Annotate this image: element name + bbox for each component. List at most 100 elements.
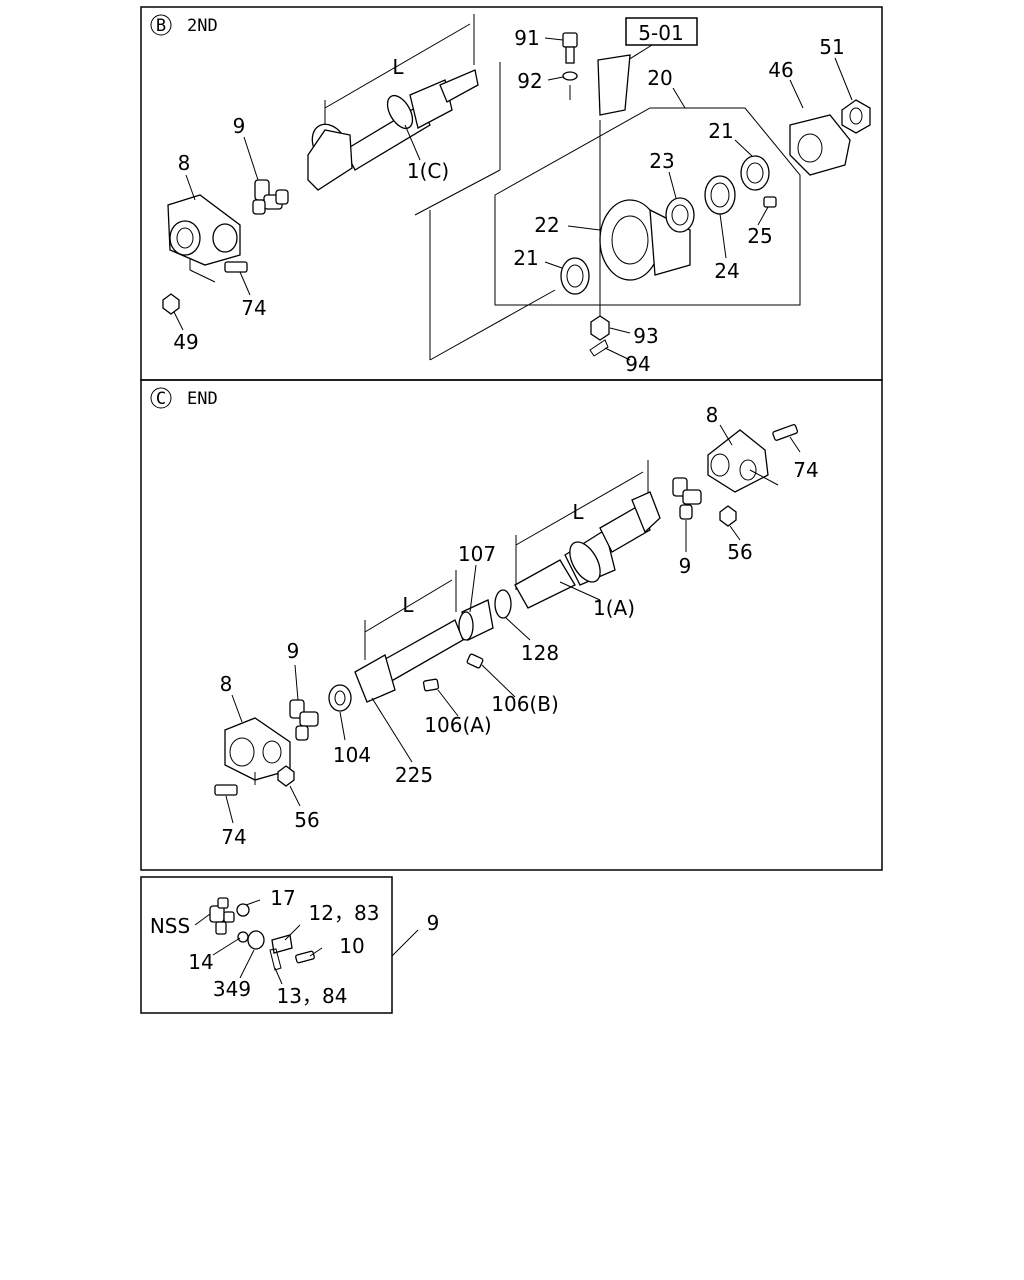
label-9-lower: 9 — [287, 639, 300, 663]
label-nss: NSS — [150, 914, 190, 938]
label-9-detail: 9 — [427, 911, 440, 935]
flange-8-upper — [707, 429, 769, 493]
label-24: 24 — [714, 259, 739, 283]
flange-8-lower — [224, 717, 291, 781]
universal-joint-9-upper — [672, 477, 702, 520]
panel-c-circle — [150, 387, 172, 409]
label-128: 128 — [521, 641, 559, 665]
seal-104 — [328, 684, 352, 712]
label-23: 23 — [649, 149, 674, 173]
nut-93 — [590, 315, 610, 341]
label-8-upper: 8 — [706, 403, 719, 427]
bracket — [597, 54, 631, 116]
bolt-74-lower — [214, 784, 238, 796]
bearing-23 — [665, 197, 695, 233]
panel-detail-frame — [140, 876, 393, 1014]
washer-92 — [562, 71, 578, 81]
dimension-l-lower: L — [402, 593, 414, 617]
label-14: 14 — [188, 950, 213, 974]
flange-8 — [167, 194, 241, 266]
grease-fitting-106b — [466, 653, 484, 669]
panel-c-frame — [140, 379, 883, 871]
label-74: 74 — [241, 296, 266, 320]
label-93: 93 — [633, 324, 658, 348]
label-107: 107 — [458, 542, 496, 566]
label-106a: 106(A) — [424, 713, 491, 737]
propeller-shaft-1c — [307, 69, 479, 191]
seal-14 — [237, 931, 249, 943]
label-106b: 106(B) — [491, 692, 559, 716]
label-12-83: 12，83 — [309, 901, 380, 925]
panel-c: C END L L — [140, 379, 883, 871]
flange-46 — [789, 114, 851, 176]
dimension-line-l — [324, 23, 471, 109]
panel-b-letter: B — [156, 16, 166, 36]
seal-21-lower — [560, 257, 590, 295]
label-349: 349 — [213, 977, 251, 1001]
dimension-l: L — [392, 55, 404, 79]
label-9: 9 — [233, 114, 246, 138]
universal-joint-9 — [252, 179, 289, 215]
center-bearing-group — [494, 107, 801, 306]
label-104: 104 — [333, 743, 371, 767]
label-51: 51 — [819, 35, 844, 59]
label-91: 91 — [514, 26, 539, 50]
bolt-91 — [562, 32, 578, 64]
label-74-lower: 74 — [221, 825, 246, 849]
label-49: 49 — [173, 330, 198, 354]
label-56-lower: 56 — [294, 808, 319, 832]
label-17: 17 — [270, 886, 295, 910]
label-8-lower: 8 — [220, 672, 233, 696]
plate-12-83 — [271, 934, 293, 954]
sleeve-24 — [704, 175, 736, 215]
boot-107 — [458, 599, 494, 641]
ring-128 — [494, 589, 512, 619]
label-21-upper: 21 — [708, 119, 733, 143]
panel-c-letter: C — [156, 389, 166, 409]
lock-13-84 — [269, 948, 282, 971]
propeller-shaft-1a — [514, 491, 661, 609]
panel-detail: 17 12，83 NSS 10 14 349 13，84 9 — [140, 876, 440, 1014]
dimension-l-upper: L — [572, 500, 584, 524]
label-46: 46 — [768, 58, 793, 82]
nut-56-lower — [277, 765, 295, 787]
label-10: 10 — [339, 934, 364, 958]
grease-fitting-25 — [763, 196, 777, 208]
universal-joint-9-lower — [289, 699, 319, 741]
ref-box — [625, 17, 698, 46]
label-20: 20 — [647, 66, 672, 90]
propeller-shaft-tube — [354, 619, 464, 703]
universal-joint-spider — [209, 897, 235, 935]
panel-b-circle — [150, 14, 172, 36]
label-25: 25 — [747, 224, 772, 248]
label-56-upper: 56 — [727, 540, 752, 564]
label-9-upper: 9 — [679, 554, 692, 578]
label-1c: 1(C) — [407, 159, 449, 183]
label-92: 92 — [517, 69, 542, 93]
nut-56-upper — [719, 505, 737, 527]
label-225: 225 — [395, 763, 433, 787]
nut-51 — [841, 99, 871, 134]
label-21-lower: 21 — [513, 246, 538, 270]
panel-b-title: 2ND — [187, 16, 218, 36]
bolt-74-upper — [772, 424, 799, 441]
label-22: 22 — [534, 213, 559, 237]
panel-c-title: END — [187, 389, 218, 409]
label-8: 8 — [178, 151, 191, 175]
label-1a: 1(A) — [593, 596, 635, 620]
grease-fitting-106a — [422, 678, 440, 692]
grease-fitting-17 — [236, 903, 250, 917]
bolt-10 — [295, 950, 315, 964]
label-94: 94 — [625, 352, 650, 376]
bearing-cup-349 — [247, 930, 265, 950]
seal-21-upper — [740, 155, 770, 191]
label-13-84: 13，84 — [277, 984, 348, 1008]
nut-49 — [162, 293, 180, 315]
label-74-upper: 74 — [793, 458, 818, 482]
bolt-74 — [224, 261, 248, 273]
cotter-pin-94 — [589, 339, 609, 357]
ref-box-label: 5-01 — [638, 21, 683, 45]
dimension-line-l-lower — [364, 579, 453, 633]
panel-b: B 2ND 5-01 L — [140, 6, 883, 381]
